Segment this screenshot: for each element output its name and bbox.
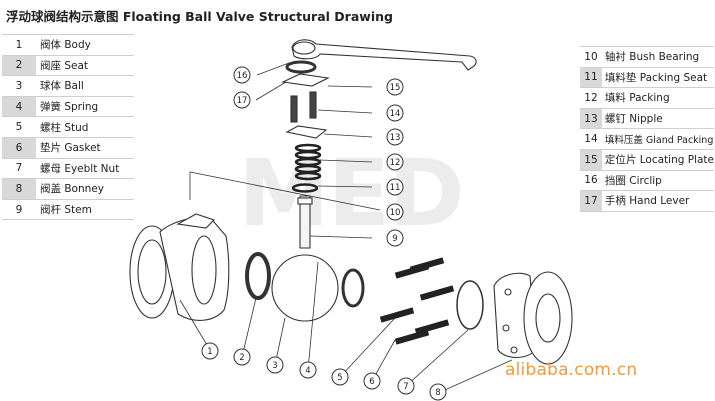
callout-4: 4	[299, 361, 317, 379]
part-name: 垫片 Gasket	[36, 136, 134, 159]
svg-text:1: 1	[207, 347, 212, 357]
svg-text:14: 14	[390, 109, 401, 119]
part-number: 6	[2, 136, 36, 159]
gasket	[456, 280, 484, 330]
svg-text:15: 15	[390, 83, 401, 93]
studs	[379, 257, 455, 345]
background-logo: MED	[238, 140, 465, 247]
svg-text:4: 4	[305, 366, 310, 376]
svg-text:8: 8	[435, 388, 440, 398]
packing-rings	[291, 143, 322, 193]
part-number: 8	[2, 178, 36, 200]
svg-text:6: 6	[369, 377, 374, 387]
valve-body	[129, 213, 230, 321]
nipple-left	[290, 95, 298, 123]
part-name: 填料垫 Packing Seat	[601, 66, 714, 89]
callout-15: 15	[386, 78, 404, 96]
svg-text:5: 5	[337, 373, 342, 383]
watermark: alibaba.com.cn	[505, 360, 638, 380]
callout-10: 10	[386, 203, 404, 221]
part-number: 9	[2, 198, 36, 221]
svg-text:9: 9	[392, 234, 397, 244]
part-number: 11	[580, 66, 602, 89]
hand-lever	[291, 39, 477, 71]
callout-3: 3	[266, 356, 284, 374]
callout-11: 11	[386, 178, 404, 196]
svg-text:13: 13	[390, 133, 401, 143]
part-name: 挡圈 Circlip	[601, 169, 714, 192]
part-name: 阀杆 Stem	[36, 198, 134, 221]
stem	[299, 195, 311, 249]
part-name: 阀体 Body	[36, 34, 134, 56]
ball	[271, 254, 339, 322]
seat-right	[341, 268, 365, 308]
callout-2: 2	[233, 348, 251, 366]
callout-14: 14	[386, 104, 404, 122]
callout-1: 1	[201, 342, 219, 360]
nipple-right	[309, 91, 317, 119]
gland-packing	[285, 125, 328, 139]
circlip	[285, 60, 317, 74]
svg-text:10: 10	[390, 208, 401, 218]
svg-text:11: 11	[390, 183, 401, 193]
callout-7: 7	[397, 377, 415, 395]
svg-text:7: 7	[403, 382, 408, 392]
callout-9: 9	[386, 229, 404, 247]
callouts: 16 17 15 14 13 12 11 10 9 1 2 3 4 5 6 7 …	[201, 66, 447, 401]
part-number: 10	[580, 46, 602, 68]
bonnet	[493, 271, 573, 365]
part-name: 手柄 Hand Lever	[601, 190, 714, 212]
part-number: 12	[580, 87, 602, 109]
svg-text:12: 12	[390, 158, 401, 168]
callout-13: 13	[386, 128, 404, 146]
seat-ring	[245, 252, 271, 300]
part-number: 17	[580, 190, 602, 212]
callout-12: 12	[386, 153, 404, 171]
svg-text:16: 16	[237, 71, 248, 81]
callout-6: 6	[363, 372, 381, 390]
callout-16: 16	[233, 66, 251, 84]
lever-hub	[292, 41, 316, 55]
svg-text:2: 2	[239, 353, 244, 363]
callout-17: 17	[233, 91, 251, 109]
part-number: 4	[2, 95, 36, 118]
locating-plate	[281, 73, 330, 87]
callout-5: 5	[331, 368, 349, 386]
part-number: 15	[580, 148, 602, 171]
svg-text:17: 17	[237, 96, 248, 106]
page-title: 浮动球阀结构示意图 Floating Ball Valve Structural…	[6, 9, 393, 24]
callout-8: 8	[429, 383, 447, 401]
part-name: 螺母 Eyeblt Nut	[36, 157, 134, 180]
bush-bearing	[297, 197, 313, 205]
part-name: 轴衬 Bush Bearing	[601, 46, 714, 68]
svg-text:3: 3	[272, 361, 277, 371]
